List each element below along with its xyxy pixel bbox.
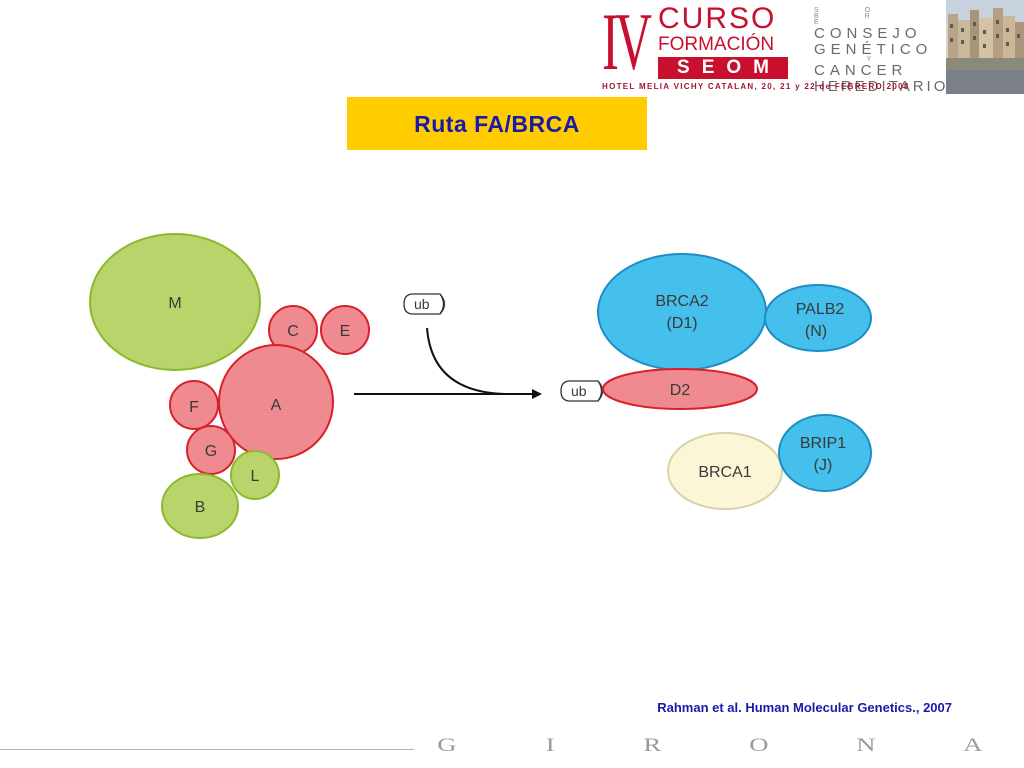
label-brca1: BRCA1 bbox=[698, 464, 751, 481]
logo-formacion: FORMACIÓN bbox=[658, 34, 775, 55]
footer-letter: A bbox=[963, 735, 983, 756]
footer-letter: I bbox=[545, 735, 555, 756]
label-palb2: PALB2 bbox=[796, 301, 845, 318]
label-j: (J) bbox=[814, 457, 833, 474]
node-brca1 bbox=[667, 432, 783, 510]
ub-tag-top bbox=[403, 293, 445, 315]
label-l: L bbox=[251, 468, 260, 485]
title-box: Ruta FA/BRCA bbox=[347, 97, 647, 150]
node-d2 bbox=[602, 368, 758, 410]
footer-girona: G I R O N A bbox=[437, 735, 983, 757]
label-g: G bbox=[205, 443, 217, 460]
label-c: C bbox=[287, 323, 299, 340]
logo-consejo-block: S O B R E CONSEJO GENÉTICO Y CANCER HERE… bbox=[814, 7, 949, 95]
brca2-palb2-complex: BRCA2 (D1) PALB2 (N) bbox=[597, 253, 872, 371]
logo-hereditario: HEREDITARIO bbox=[814, 77, 949, 95]
node-b bbox=[161, 473, 239, 539]
logo-curso: CURSO bbox=[658, 2, 777, 35]
footer-divider bbox=[0, 749, 414, 750]
curved-arrow bbox=[426, 327, 506, 395]
logo-cancer: CANCER bbox=[814, 62, 908, 79]
footer-letter: O bbox=[749, 735, 769, 756]
logo-genetico: GENÉTICO bbox=[814, 40, 933, 58]
citation: Rahman et al. Human Molecular Genetics.,… bbox=[657, 700, 952, 715]
label-a: A bbox=[271, 397, 282, 414]
footer-letter: R bbox=[643, 735, 662, 756]
girona-city-photo bbox=[946, 0, 1024, 94]
label-brca2: BRCA2 bbox=[655, 293, 708, 310]
label-d1: (D1) bbox=[666, 315, 697, 332]
footer-letter: N bbox=[856, 735, 876, 756]
node-e bbox=[320, 305, 370, 355]
logo-sobre: S O B R E bbox=[814, 7, 893, 26]
node-f bbox=[169, 380, 219, 430]
label-brip1: BRIP1 bbox=[800, 435, 846, 452]
node-brip1 bbox=[778, 414, 872, 492]
footer-letter: G bbox=[437, 735, 457, 756]
node-m bbox=[89, 233, 261, 371]
ub-tag-d2 bbox=[560, 380, 603, 402]
label-d2: D2 bbox=[670, 382, 691, 399]
ub-label-d2: ub bbox=[571, 383, 587, 399]
node-a bbox=[218, 344, 334, 460]
logo-seom: SEOM bbox=[658, 57, 788, 79]
logo-y: Y bbox=[866, 56, 872, 63]
slide-title: Ruta FA/BRCA bbox=[414, 111, 580, 137]
fa-core-complex: M C E A F G L B bbox=[89, 233, 370, 539]
label-e: E bbox=[340, 323, 351, 340]
node-palb2 bbox=[764, 284, 872, 352]
label-b: B bbox=[195, 499, 206, 516]
d2-ubiquitinated: ub D2 bbox=[560, 368, 758, 410]
brca1-brip1-complex: BRCA1 BRIP1 (J) bbox=[667, 414, 872, 510]
ub-label-top: ub bbox=[414, 296, 430, 312]
course-logo: IV CURSO FORMACIÓN SEOM S O B R E CONSEJ… bbox=[602, 1, 949, 96]
ubiquitination-step: ub bbox=[354, 293, 542, 399]
label-n: (N) bbox=[805, 323, 827, 340]
node-g bbox=[186, 425, 236, 475]
label-m: M bbox=[168, 295, 181, 312]
node-l bbox=[230, 450, 280, 500]
label-f: F bbox=[189, 399, 199, 416]
logo-consejo: CONSEJO bbox=[814, 25, 922, 42]
logo-venue: HOTEL MELIA VICHY CATALAN, 20, 21 y 22 d… bbox=[602, 82, 910, 91]
node-brca2 bbox=[597, 253, 767, 371]
